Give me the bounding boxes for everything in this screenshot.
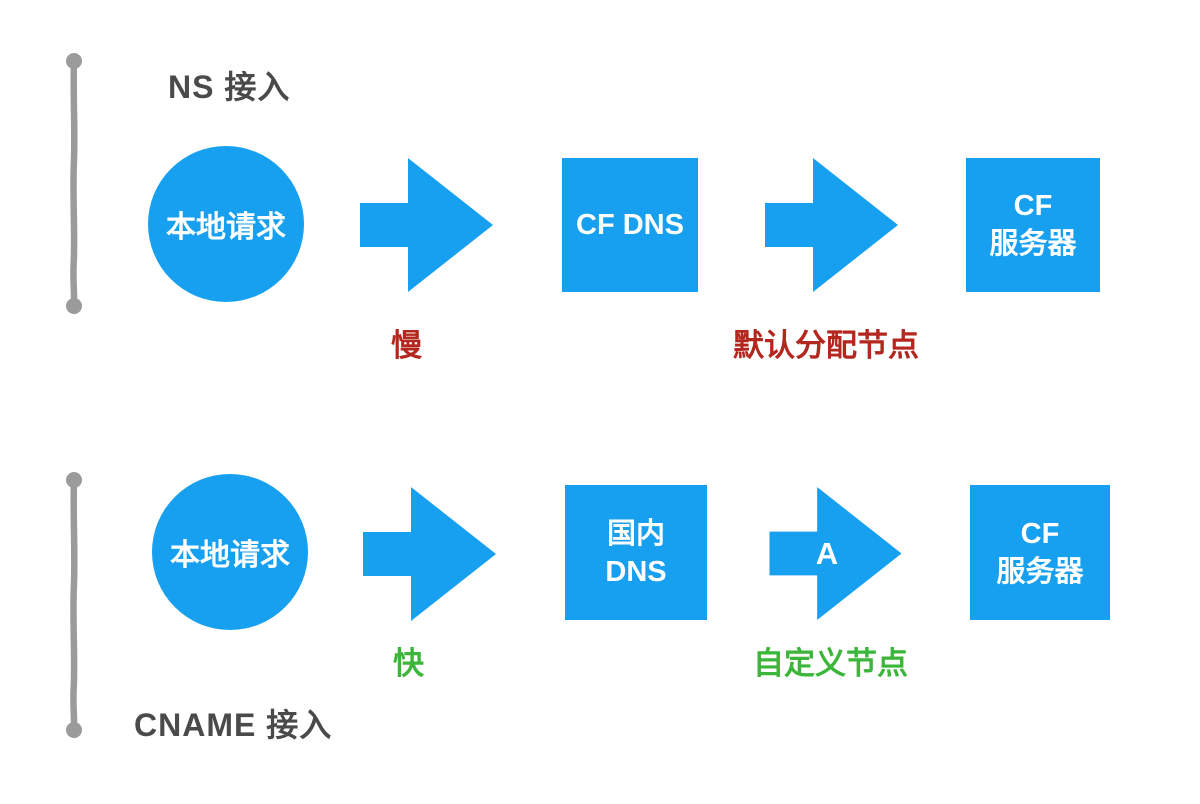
cname-cf-server-node: CF 服务器: [970, 485, 1110, 620]
ns-cf-server-label-line1: CF: [1013, 190, 1053, 222]
cname-cf-server-label-line1: CF: [1020, 517, 1060, 550]
cname-domestic-dns-label-line1: 国内: [606, 517, 665, 550]
cname-cf-server-label-line2: 服务器: [996, 555, 1084, 588]
ns-local-request-label: 本地请求: [166, 211, 286, 244]
ns-cf-server-label-line2: 服务器: [989, 228, 1077, 260]
ns-cf-server-node: CF 服务器: [966, 158, 1100, 292]
cname-arrow-2-label: 自定义节点: [753, 646, 908, 681]
ns-flow-title: NS 接入: [168, 69, 291, 105]
ns-arrow-1-right-icon: [360, 158, 493, 292]
ns-arrow-2-label: 默认分配节点: [733, 328, 919, 363]
cname-arrow-1-label: 快: [393, 646, 424, 681]
ns-cf-dns-node: CF DNS: [562, 158, 698, 292]
cname-local-request-label: 本地请求: [170, 539, 290, 572]
ns-arrow-1-label: 慢: [391, 328, 422, 363]
cname-domestic-dns-node: 国内 DNS: [565, 485, 707, 620]
ns-cf-dns-label: CF DNS: [576, 209, 684, 241]
hand-drawn-vertical-stroke-bottom: [66, 472, 82, 738]
cname-flow-title: CNAME 接入: [134, 707, 333, 743]
cname-arrow-1-right-icon: [363, 487, 496, 621]
cname-local-request-node: 本地请求: [152, 474, 308, 630]
cname-domestic-dns-label-line2: DNS: [605, 555, 667, 588]
cname-arrow-2-right-icon: [769, 487, 902, 620]
ns-arrow-2-right-icon: [765, 158, 898, 292]
ns-local-request-node: 本地请求: [148, 146, 304, 302]
hand-drawn-vertical-stroke-top: [66, 53, 82, 314]
cname-arrow-2-record-letter: A: [815, 536, 839, 571]
